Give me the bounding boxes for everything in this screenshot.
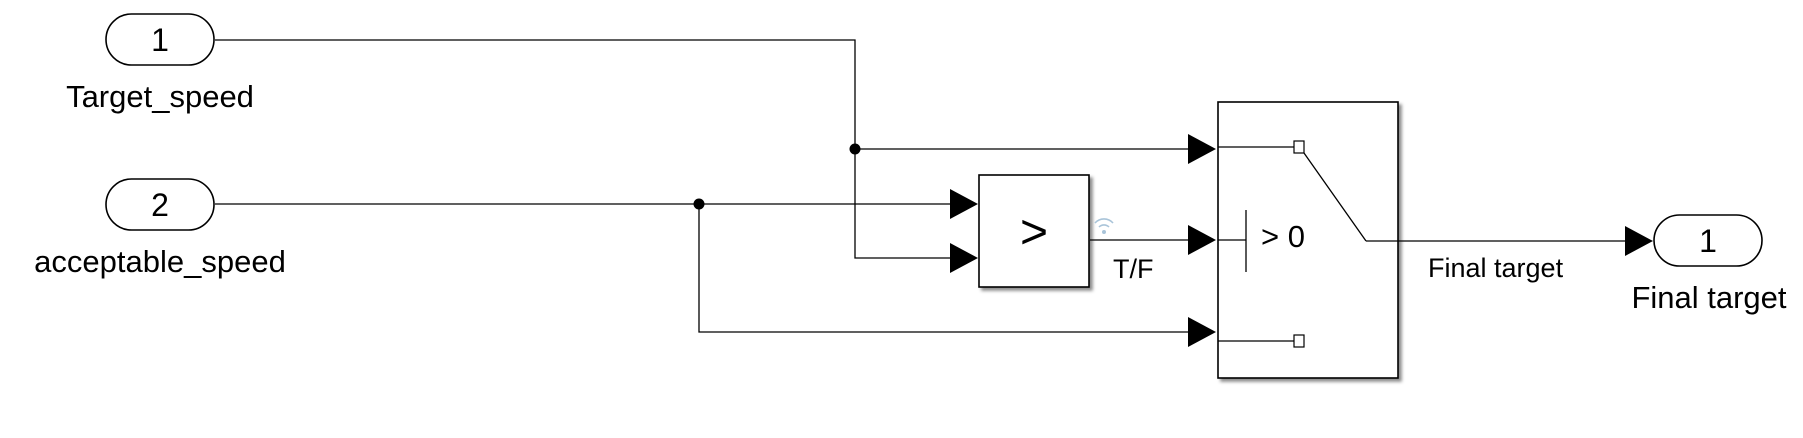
switch-input-port-marker: [1293, 334, 1305, 348]
outport-final-target[interactable]: 1 Final target: [1631, 214, 1787, 315]
inport-block[interactable]: [105, 13, 215, 66]
branch-point: [849, 143, 861, 155]
outport-block[interactable]: [1653, 214, 1763, 267]
outport-label: Final target: [1631, 280, 1786, 315]
inport-block[interactable]: [105, 178, 215, 231]
inport-label: Target_speed: [66, 79, 254, 114]
signal-lines: [215, 39, 1625, 333]
operator-symbol: >: [1020, 206, 1048, 259]
relational-block-body[interactable]: [978, 174, 1090, 288]
switch-input-port-marker: [1293, 140, 1305, 154]
inport-number: 1: [151, 22, 169, 58]
arrow-head: [1625, 226, 1653, 256]
inport-acceptable-speed[interactable]: 2 acceptable_speed: [34, 178, 286, 279]
inport-number: 2: [151, 187, 169, 223]
inport-target-speed[interactable]: 1 Target_speed: [66, 13, 254, 114]
switch-lever: [1303, 152, 1367, 242]
branch-point: [693, 198, 705, 210]
arrow-head: [1188, 225, 1216, 255]
relational-operator-block[interactable]: > T/F: [978, 174, 1154, 288]
arrow-head: [950, 243, 978, 273]
signal-label-tf: T/F: [1113, 254, 1154, 284]
inport-label: acceptable_speed: [34, 244, 286, 279]
outport-number: 1: [1699, 223, 1717, 259]
switch-criteria-label: > 0: [1261, 219, 1305, 254]
arrow-head: [950, 189, 978, 219]
arrow-head: [1188, 134, 1216, 164]
signal-label-final-target: Final target: [1428, 253, 1564, 283]
switch-block-body[interactable]: [1217, 101, 1399, 379]
line-acceptable-speed-to-switch[interactable]: [698, 204, 1188, 333]
signal-logging-icon: [1094, 218, 1114, 234]
arrow-head: [1188, 317, 1216, 347]
switch-block[interactable]: > 0: [1217, 101, 1399, 379]
